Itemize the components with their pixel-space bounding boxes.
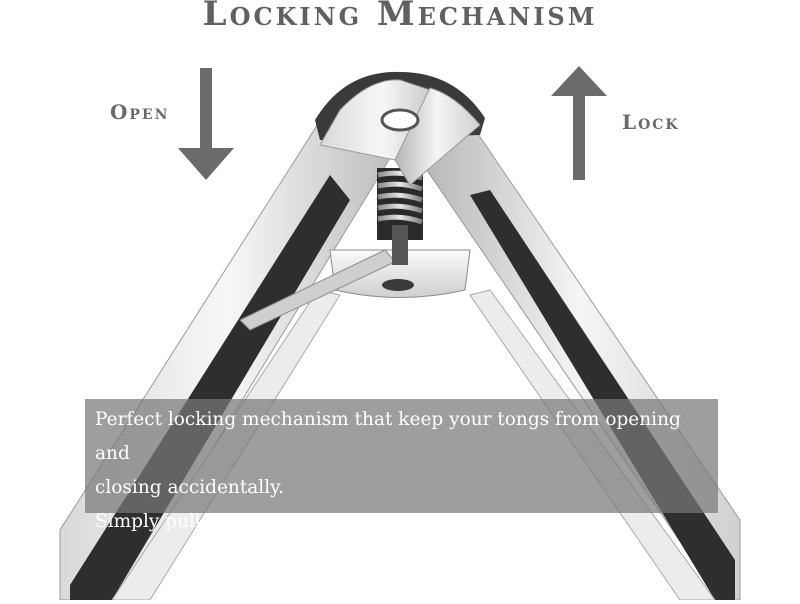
hinge-cap — [315, 71, 485, 186]
arrow-up-icon — [551, 66, 607, 180]
page-title: Locking Mechanism — [202, 0, 598, 34]
caption-line: closing accidentally. — [95, 477, 285, 498]
caption-line: Perfect locking mechanism that keep your… — [95, 409, 681, 464]
lock-label: Lock — [622, 110, 680, 134]
caption-line: Simply pull the ring to lock and push to… — [95, 511, 541, 532]
caption-box: Perfect locking mechanism that keep your… — [85, 399, 718, 532]
open-label: Open — [110, 100, 170, 124]
arrow-down-icon — [178, 68, 234, 180]
lock-plate — [239, 249, 471, 331]
